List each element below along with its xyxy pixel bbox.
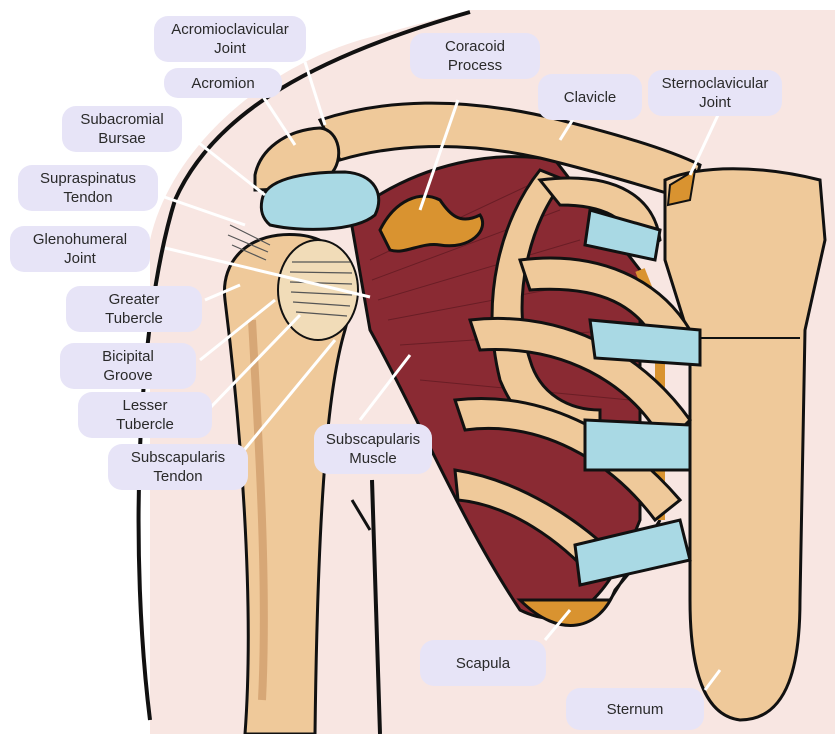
label-lesser-tubercle: Lesser Tubercle <box>78 392 212 438</box>
label-scapula: Scapula <box>420 640 546 686</box>
label-supraspinatus-tendon: Supraspinatus Tendon <box>18 165 158 211</box>
label-glenohumeral-joint: Glenohumeral Joint <box>10 226 150 272</box>
label-subscapularis-tendon: Subscapularis Tendon <box>108 444 248 490</box>
label-greater-tubercle: Greater Tubercle <box>66 286 202 332</box>
label-bicipital-groove: Bicipital Groove <box>60 343 196 389</box>
label-acromion: Acromion <box>164 68 282 98</box>
subacromial-bursa <box>261 172 378 229</box>
label-clavicle: Clavicle <box>538 74 642 120</box>
label-acromioclavicular-joint: Acromioclavicular Joint <box>154 16 306 62</box>
label-subscapularis-muscle: Subscapularis Muscle <box>314 424 432 474</box>
cartilage-3 <box>585 420 690 470</box>
label-subacromial-bursae: Subacromial Bursae <box>62 106 182 152</box>
label-sternum: Sternum <box>566 688 704 730</box>
label-sternoclavicular-joint: Sternoclavicular Joint <box>648 70 782 116</box>
label-coracoid-process: Coracoid Process <box>410 33 540 79</box>
